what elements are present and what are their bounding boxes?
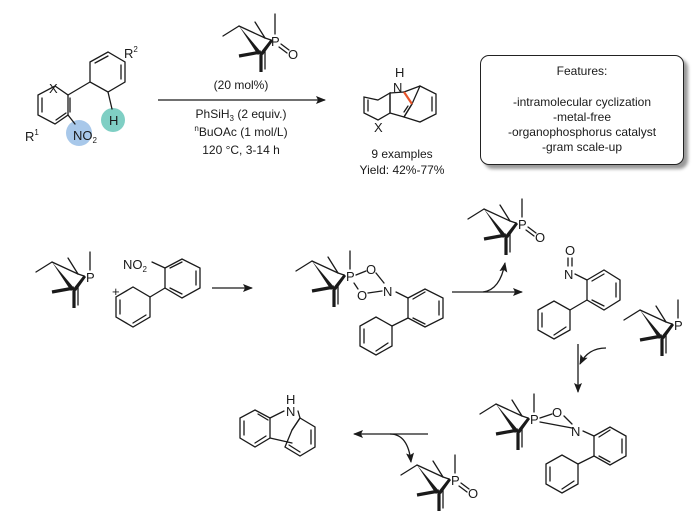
atom-no2: NO2 <box>123 257 148 274</box>
atom-p: P <box>451 473 460 488</box>
curved-entry-arrow <box>579 347 607 365</box>
atom-p: P <box>674 318 683 333</box>
atom-p: P <box>86 270 95 285</box>
curved-release-arrow-2 <box>389 433 415 463</box>
atom-h: H <box>395 65 404 80</box>
atom-o: O <box>357 288 367 303</box>
nitrosobiphenyl: O N <box>537 243 621 340</box>
new-cn-bond <box>403 91 413 105</box>
pon-intermediate: P O N <box>478 393 627 494</box>
atom-n: N <box>564 267 573 282</box>
atom-o: O <box>535 230 545 245</box>
atom-o: O <box>552 405 562 420</box>
phosphine-oxide-released-bottom: P O <box>399 454 478 513</box>
phosphine-oxide-released: P O <box>466 198 545 257</box>
phosphetane-catalyst: P <box>34 251 95 310</box>
oxazaphosphetane-intermediate: P O O N <box>294 250 444 356</box>
catalyst-structure: P O <box>221 13 298 74</box>
temperature-time-condition: 120 °C, 3-14 h <box>202 143 280 157</box>
yield-range: Yield: 42%-77% <box>360 163 445 177</box>
atom-p: P <box>271 34 280 49</box>
nitro-highlight <box>66 120 92 146</box>
plus-sign: + <box>112 284 120 299</box>
atom-h: H <box>109 113 118 128</box>
examples-count: 9 examples <box>371 147 432 161</box>
feature-item: -organophosphorus catalyst <box>507 125 657 139</box>
atom-p: P <box>530 412 539 427</box>
reductant-condition: PhSiH3 (2 equiv.) <box>196 107 287 123</box>
atom-n: N <box>383 284 392 299</box>
atom-x: X <box>374 120 383 135</box>
atom-no2: NO2 <box>73 128 98 145</box>
carbazole-product: H N <box>239 392 316 457</box>
atom-o: O <box>288 47 298 62</box>
atom-n: N <box>286 404 295 419</box>
feature-item: -intramolecular cyclization <box>512 95 652 109</box>
atom-r1: R1 <box>25 128 39 144</box>
feature-item: -metal-free <box>552 110 611 124</box>
features-title: Features: <box>556 64 608 78</box>
atom-n: N <box>393 80 402 95</box>
solvent-condition: nBuOAc (1 mol/L) <box>194 124 287 139</box>
product-molecule: H N X <box>363 65 437 135</box>
atom-h: H <box>286 392 295 407</box>
nitrobiphenyl: NO2 <box>115 257 201 328</box>
phosphetane-entering: P <box>622 299 683 358</box>
atom-o: O <box>366 262 376 277</box>
catalyst-loading: (20 mol%) <box>214 78 269 92</box>
atom-o: O <box>468 486 478 501</box>
curved-release-arrow <box>482 262 508 293</box>
atom-o: O <box>565 243 575 258</box>
feature-item: -gram scale-up <box>541 140 623 154</box>
h-highlight <box>101 108 125 132</box>
features-box: Features: -intramolecular cyclization -m… <box>480 55 684 165</box>
atom-r2: R2 <box>124 45 138 61</box>
substrate-molecule: X R1 R2 NO2 H <box>25 45 138 146</box>
atom-x: X <box>49 81 58 96</box>
atom-n: N <box>571 424 580 439</box>
atom-p: P <box>518 217 527 232</box>
atom-p: P <box>346 269 355 284</box>
